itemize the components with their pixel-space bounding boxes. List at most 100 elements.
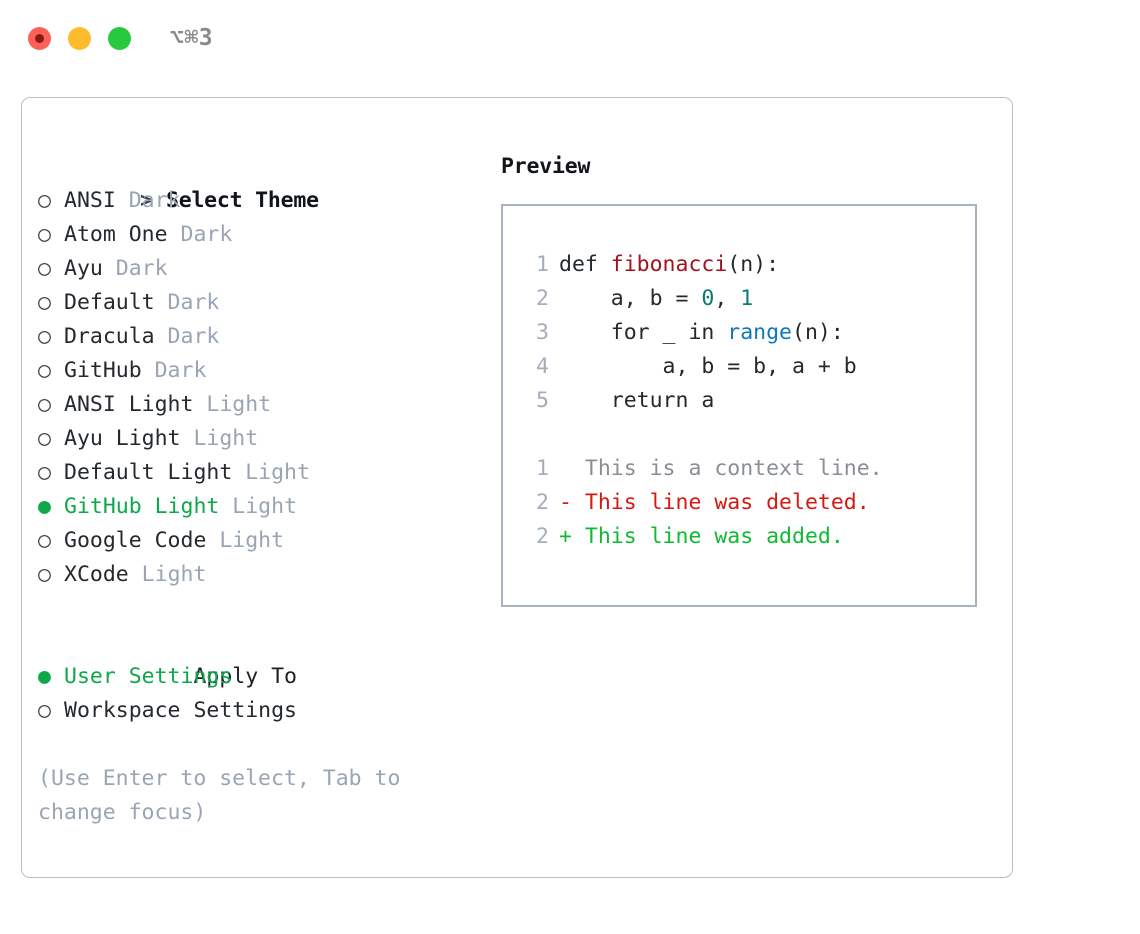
radio-unselected-icon: ○: [38, 528, 51, 553]
theme-item-label: GitHub: [64, 358, 142, 383]
theme-item-ayu-light[interactable]: ○ Ayu Light Light: [38, 422, 478, 456]
theme-item-default-light[interactable]: ○ Default Light Light: [38, 456, 478, 490]
code-token-plain: ,: [714, 286, 741, 311]
theme-item-ansi[interactable]: ○ ANSI Dark: [38, 184, 478, 218]
radio-unselected-icon: ○: [38, 698, 51, 723]
theme-item-label: Default Light: [64, 460, 233, 485]
select-theme-heading: >Select Theme: [38, 150, 478, 213]
theme-item-category: Light: [128, 562, 207, 587]
theme-item-category: Light: [206, 528, 285, 553]
radio-unselected-icon: ○: [38, 392, 51, 417]
theme-item-github-light[interactable]: ● GitHub Light Light: [38, 490, 478, 524]
code-token-plain: (n):: [792, 320, 844, 345]
theme-item-xcode[interactable]: ○ XCode Light: [38, 558, 478, 592]
diff-line: 2 - This line was deleted.: [523, 486, 883, 520]
apply-to-option-workspace-settings[interactable]: ○Workspace Settings: [38, 694, 478, 728]
code-line: 3 for _ in range(n):: [523, 316, 883, 350]
theme-item-default[interactable]: ○ Default Dark: [38, 286, 478, 320]
apply-to-option-user-settings[interactable]: ● User Settings: [38, 660, 478, 694]
radio-unselected-icon: ○: [38, 290, 51, 315]
window-maximize-button[interactable]: [108, 27, 131, 50]
radio-unselected-icon: ○: [38, 358, 51, 383]
apply-to-heading-label: Apply To: [193, 664, 298, 689]
theme-item-label: ANSI: [64, 188, 116, 213]
select-theme-heading-label: Select Theme: [165, 188, 319, 213]
line-number: 2: [536, 490, 549, 515]
code-token-add: + This line was added.: [559, 524, 844, 549]
line-number: 5: [536, 388, 549, 413]
title-bar: ⌥⌘3: [0, 0, 1140, 78]
line-number: 3: [536, 320, 549, 345]
theme-list[interactable]: ○ ANSI Dark ○ Atom One Dark ○ Ayu Dark ○ Defaul…: [38, 184, 478, 592]
theme-item-label: Ayu Light: [64, 426, 181, 451]
window-minimize-button[interactable]: [68, 27, 91, 50]
theme-item-google-code[interactable]: ○ Google Code Light: [38, 524, 478, 558]
keyboard-hint-text: (Use Enter to select, Tab to change focu…: [38, 766, 401, 825]
radio-unselected-icon: ○: [38, 222, 51, 247]
theme-item-label: XCode: [64, 562, 129, 587]
radio-unselected-icon: ○: [38, 188, 51, 213]
theme-item-label: Dracula: [64, 324, 155, 349]
window-close-button[interactable]: [28, 27, 51, 50]
theme-item-label: Ayu: [64, 256, 103, 281]
theme-item-label: Default: [64, 290, 155, 315]
theme-item-label: GitHub Light: [64, 494, 220, 519]
apply-to-option-label: User Settings: [64, 664, 233, 689]
theme-item-category: Dark: [115, 188, 181, 213]
code-token-num: 0: [701, 286, 715, 311]
code-token-plain: return a: [559, 388, 715, 413]
code-line: 2 a, b = 0, 1: [523, 282, 883, 316]
theme-item-category: Light: [232, 460, 310, 485]
preview-heading: Preview: [501, 154, 591, 179]
radio-unselected-icon: ○: [38, 426, 51, 451]
theme-item-category: Light: [193, 392, 272, 417]
radio-unselected-icon: ○: [38, 256, 51, 281]
theme-item-category: Light: [180, 426, 259, 451]
code-token-del: - This line was deleted.: [559, 490, 870, 515]
line-number: 1: [536, 456, 549, 481]
dialog-panel: >Select Theme ○ ANSI Dark ○ Atom One Dark ○ A…: [21, 97, 1013, 878]
theme-item-github[interactable]: ○ GitHub Dark: [38, 354, 478, 388]
line-number: 2: [536, 524, 549, 549]
code-line: 4 a, b = b, a + b: [523, 350, 883, 384]
code-token-plain: def: [559, 252, 611, 277]
theme-selection-column: >Select Theme ○ ANSI Dark ○ Atom One Dark ○ A…: [38, 150, 478, 830]
line-number: 1: [536, 252, 549, 277]
theme-item-category: Dark: [102, 256, 168, 281]
apply-to-options[interactable]: ● User Settings ○Workspace Settings: [38, 660, 478, 728]
apply-to-heading: Apply To: [38, 626, 478, 689]
theme-item-category: Light: [219, 494, 298, 519]
code-line: 1 def fibonacci(n):: [523, 248, 883, 282]
line-number: 2: [536, 286, 549, 311]
line-number: 4: [536, 354, 549, 379]
theme-item-category: Dark: [141, 358, 207, 383]
theme-item-category: Dark: [154, 324, 220, 349]
code-token-plain: a, b =: [559, 286, 702, 311]
theme-item-ayu[interactable]: ○ Ayu Dark: [38, 252, 478, 286]
code-token-plain: a, b = b, a + b: [559, 354, 857, 379]
theme-item-category: Dark: [167, 222, 233, 247]
code-token-fn: fibonacci: [610, 252, 728, 277]
theme-item-label: ANSI Light: [64, 392, 194, 417]
diff-line: 1 This is a context line.: [523, 452, 883, 486]
theme-item-dracula[interactable]: ○ Dracula Dark: [38, 320, 478, 354]
radio-unselected-icon: ○: [38, 324, 51, 349]
keyboard-shortcut-label: ⌥⌘3: [170, 25, 214, 51]
radio-unselected-icon: ○: [38, 562, 51, 587]
theme-item-atom-one[interactable]: ○ Atom One Dark: [38, 218, 478, 252]
radio-selected-icon: ●: [38, 494, 51, 519]
close-icon: [35, 34, 44, 43]
code-blank-line: [523, 418, 883, 452]
code-token-plain: for _ in: [559, 320, 728, 345]
theme-item-ansi-light[interactable]: ○ ANSI Light Light: [38, 388, 478, 422]
theme-item-label: Google Code: [64, 528, 207, 553]
theme-item-category: Dark: [154, 290, 220, 315]
diff-line: 2 + This line was added.: [523, 520, 883, 554]
radio-selected-icon: ●: [38, 664, 51, 689]
code-token-plain: (n):: [727, 252, 780, 277]
theme-item-label: Atom One: [64, 222, 168, 247]
radio-unselected-icon: ○: [38, 460, 51, 485]
